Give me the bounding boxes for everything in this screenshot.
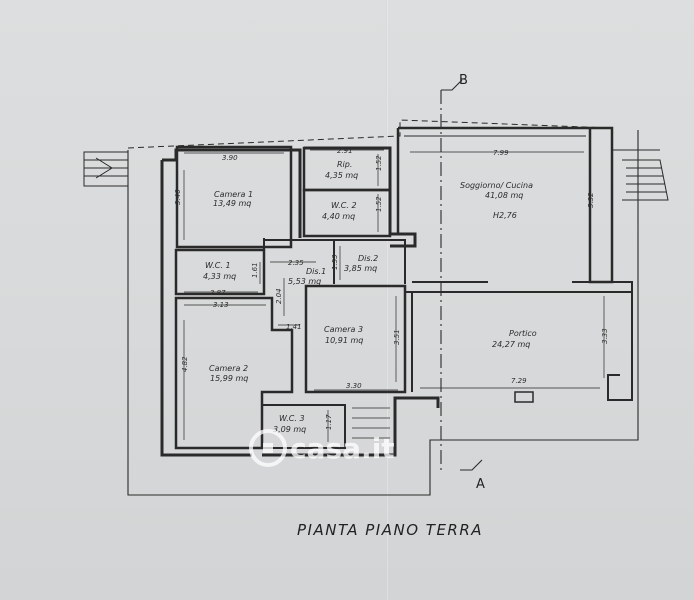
wc2-name: W.C. 2 [331,201,357,210]
camera2-width: 3.13 [213,301,229,309]
dis1-area: 5,53 mq [288,277,321,286]
wc2-walls [302,188,392,238]
soggiorno-height: 5.32 [587,192,595,208]
watermark-text: casa.it [290,432,395,465]
rip-width: 2.91 [337,147,353,155]
plan-title: PIANTA PIANO TERRA [297,521,483,539]
camera3-name: Camera 3 [324,325,363,334]
left-wing-walls [160,146,440,457]
paper-fold [386,0,389,600]
section-arrow-bottom [460,459,483,471]
wc2-area: 4,40 mq [322,212,355,221]
dis2-area: 3,85 mq [344,264,377,273]
rip-name: Rip. [337,160,352,169]
soggiorno-area: 41,08 mq [485,191,523,200]
portico-name: Portico [509,329,537,338]
soggiorno-height-h: H2,76 [493,211,517,220]
section-mark-b: B [459,73,468,88]
portico-width: 7.29 [511,377,527,385]
wc3-steps [352,407,390,439]
portico-column [514,391,534,403]
camera2-walls [174,296,294,450]
wc1-name: W.C. 1 [205,261,231,270]
dis1-name: Dis.1 [306,267,326,276]
watermark-logo [249,429,287,467]
wc1-height: 1.61 [251,262,259,278]
dimension-lines [183,149,605,442]
camera1-area: 13,49 mq [213,199,251,208]
wc1-width: 2.87 [210,289,226,297]
right-steps [612,149,669,201]
dis-walls [263,238,406,290]
section-arrow-top [441,79,463,91]
wc3-height: 1.17 [325,414,333,430]
section-mark-a: A [476,477,485,492]
dashed-boundary [127,119,613,149]
left-steps [83,151,129,187]
portico-walls [405,281,633,401]
dis1-height: 2.04 [275,288,283,304]
portico-height: 3.33 [601,328,609,344]
dis2-height: 1.53 [331,254,339,270]
camera1-width: 3.90 [222,154,238,162]
rip-area: 4,35 mq [325,171,358,180]
camera1-walls [175,145,293,249]
wc1-area: 4,33 mq [203,272,236,281]
soggiorno-name: Soggiorno/ Cucina [460,181,533,190]
camera1-name: Camera 1 [214,190,253,199]
soggiorno-width: 7.99 [493,149,509,157]
camera3-width: 3.30 [346,382,362,390]
dis1-extra: 1.41 [286,323,302,331]
wc2-height: 1.52 [375,196,383,212]
wc3-name: W.C. 3 [279,414,305,423]
camera3-area: 10,91 mq [325,336,363,345]
portico-area: 24,27 mq [492,340,530,349]
camera1-height: 3.46 [174,189,182,205]
camera2-area: 15,99 mq [210,374,248,383]
dis2-name: Dis.2 [358,254,378,263]
dis1-width: 2.35 [288,259,304,267]
camera3-walls [304,284,407,394]
rip-height: 1.52 [375,155,383,171]
site-boundary [127,130,639,496]
camera2-height: 4.82 [181,356,189,372]
camera3-height: 3.51 [393,329,401,345]
wc3-walls [262,404,346,449]
camera2-name: Camera 2 [209,364,248,373]
wc3-area: 3,09 mq [273,425,306,434]
